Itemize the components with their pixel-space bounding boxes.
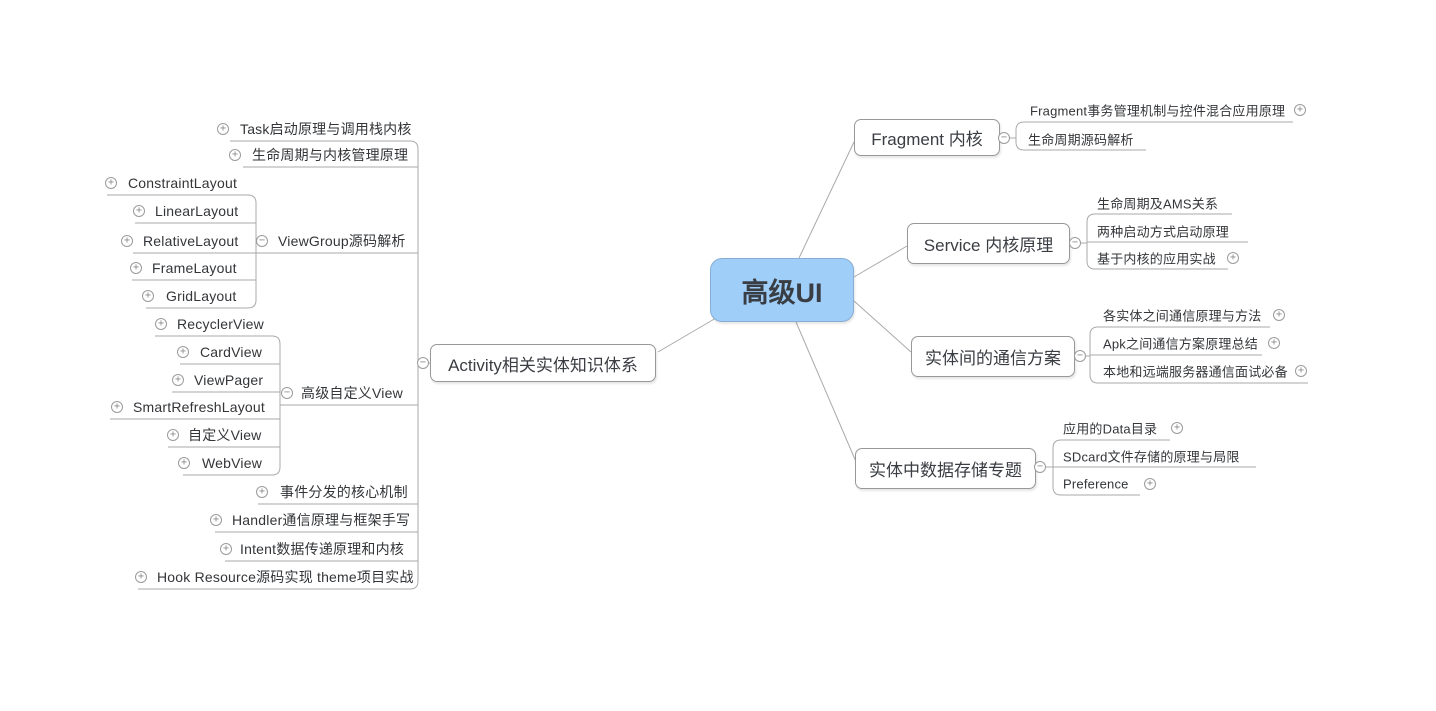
expand-icon-hook-resource[interactable]: + — [135, 571, 147, 583]
expand-icon-relativelayout[interactable]: + — [121, 235, 133, 247]
expand-icon-intent-transfer[interactable]: + — [220, 543, 232, 555]
topic-custom-view[interactable]: 自定义View — [188, 427, 262, 443]
topic-linearlayout[interactable]: LinearLayout — [155, 203, 239, 219]
expand-icon-service-practice[interactable]: + — [1227, 252, 1239, 264]
expand-icon-app-data-dir[interactable]: + — [1171, 422, 1183, 434]
expand-icon-lifecycle-kernel[interactable]: + — [229, 149, 241, 161]
topic-apk-ipc-summary[interactable]: Apk之间通信方案原理总结 — [1103, 336, 1259, 352]
topic-viewgroup-source[interactable]: ViewGroup源码解析 — [278, 233, 406, 249]
topic-fragment-transaction[interactable]: Fragment事务管理机制与控件混合应用原理 — [1030, 103, 1286, 119]
topic-data-storage[interactable]: 实体中数据存储专题 — [855, 448, 1036, 489]
topic-app-data-dir[interactable]: 应用的Data目录 — [1063, 421, 1158, 437]
expand-icon-entity-ipc-methods[interactable]: + — [1273, 309, 1285, 321]
topic-recyclerview[interactable]: RecyclerView — [177, 316, 264, 332]
expand-icon-fragment-transaction[interactable]: + — [1294, 104, 1306, 116]
expand-icon-constraintlayout[interactable]: + — [105, 177, 117, 189]
topic-remote-server-ipc[interactable]: 本地和远端服务器通信面试必备 — [1103, 364, 1288, 380]
topic-hook-resource[interactable]: Hook Resource源码实现 theme项目实战 — [157, 569, 414, 585]
collapse-icon-viewgroup-source[interactable]: − — [256, 235, 268, 247]
expand-icon-preference[interactable]: + — [1144, 478, 1156, 490]
topic-advanced-custom-view[interactable]: 高级自定义View — [301, 385, 403, 401]
expand-icon-event-dispatch[interactable]: + — [256, 486, 268, 498]
expand-icon-framelayout[interactable]: + — [130, 262, 142, 274]
expand-icon-cardview[interactable]: + — [177, 346, 189, 358]
expand-icon-linearlayout[interactable]: + — [133, 205, 145, 217]
expand-icon-task-launch[interactable]: + — [217, 123, 229, 135]
topic-framelayout[interactable]: FrameLayout — [152, 260, 237, 276]
collapse-icon-service-core[interactable]: − — [1069, 237, 1081, 249]
expand-icon-handler-principle[interactable]: + — [210, 514, 222, 526]
expand-icon-apk-ipc-summary[interactable]: + — [1268, 337, 1280, 349]
topic-activity-knowledge[interactable]: Activity相关实体知识体系 — [430, 344, 656, 382]
topic-fragment-core[interactable]: Fragment 内核 — [854, 119, 1000, 156]
topic-webview[interactable]: WebView — [202, 455, 263, 471]
topic-service-start-modes[interactable]: 两种启动方式启动原理 — [1097, 224, 1230, 240]
expand-icon-gridlayout[interactable]: + — [142, 290, 154, 302]
expand-icon-viewpager[interactable]: + — [172, 374, 184, 386]
expand-icon-webview[interactable]: + — [178, 457, 190, 469]
collapse-icon-data-storage[interactable]: − — [1034, 461, 1046, 473]
topic-cardview[interactable]: CardView — [200, 344, 263, 360]
collapse-icon-ipc-scheme[interactable]: − — [1074, 350, 1086, 362]
collapse-icon-fragment-core[interactable]: − — [998, 132, 1010, 144]
expand-icon-remote-server-ipc[interactable]: + — [1295, 365, 1307, 377]
topic-relativelayout[interactable]: RelativeLayout — [143, 233, 239, 249]
topic-task-launch[interactable]: Task启动原理与调用栈内核 — [240, 121, 412, 137]
topic-service-core[interactable]: Service 内核原理 — [907, 223, 1070, 264]
central-topic[interactable]: 高级UI — [710, 258, 854, 322]
topic-entity-ipc-methods[interactable]: 各实体之间通信原理与方法 — [1103, 308, 1262, 324]
topic-handler-principle[interactable]: Handler通信原理与框架手写 — [232, 512, 411, 528]
topic-sdcard-storage[interactable]: SDcard文件存储的原理与局限 — [1063, 449, 1240, 465]
expand-icon-smartrefreshlayout[interactable]: + — [111, 401, 123, 413]
expand-icon-custom-view[interactable]: + — [167, 429, 179, 441]
topic-lifecycle-kernel[interactable]: 生命周期与内核管理原理 — [252, 147, 409, 163]
expand-icon-recyclerview[interactable]: + — [155, 318, 167, 330]
topic-ipc-scheme[interactable]: 实体间的通信方案 — [911, 336, 1075, 377]
collapse-icon-advanced-custom-view[interactable]: − — [281, 387, 293, 399]
topic-service-ams[interactable]: 生命周期及AMS关系 — [1097, 196, 1219, 212]
topic-intent-transfer[interactable]: Intent数据传递原理和内核 — [240, 541, 405, 557]
topic-smartrefreshlayout[interactable]: SmartRefreshLayout — [133, 399, 265, 415]
collapse-icon-activity-knowledge[interactable]: − — [417, 357, 429, 369]
topic-preference[interactable]: Preference — [1063, 476, 1129, 492]
topic-service-practice[interactable]: 基于内核的应用实战 — [1097, 251, 1216, 267]
topic-fragment-lifecycle-source[interactable]: 生命周期源码解析 — [1028, 132, 1134, 148]
topic-event-dispatch[interactable]: 事件分发的核心机制 — [280, 484, 408, 500]
topic-constraintlayout[interactable]: ConstraintLayout — [128, 175, 238, 191]
topic-gridlayout[interactable]: GridLayout — [166, 288, 237, 304]
topic-viewpager[interactable]: ViewPager — [194, 372, 264, 388]
